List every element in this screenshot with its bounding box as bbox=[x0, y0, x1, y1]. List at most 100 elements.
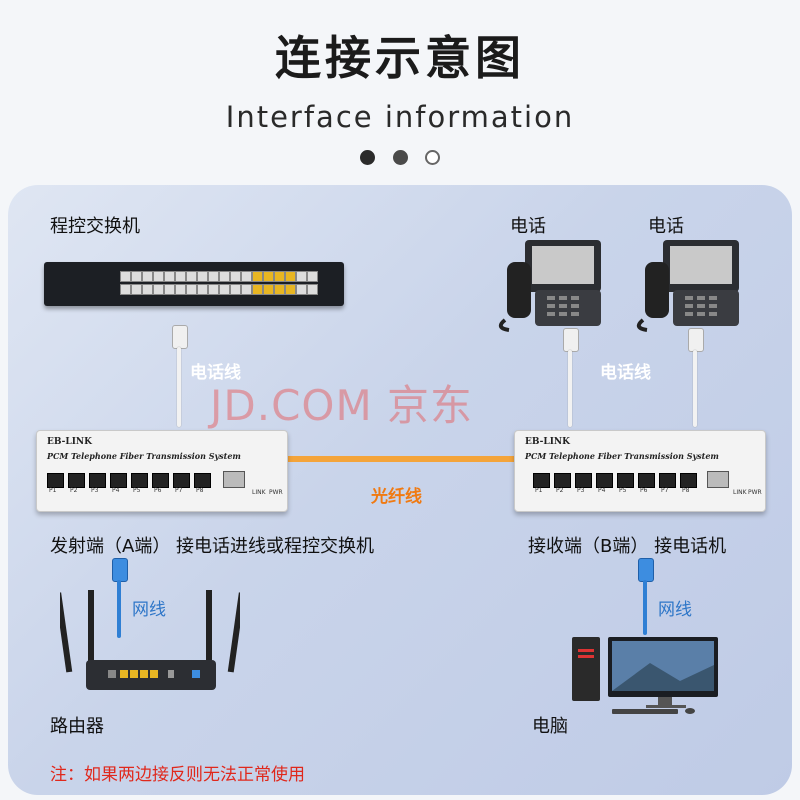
pbx-port bbox=[285, 284, 296, 295]
phone-line-label: 电话线 bbox=[190, 363, 241, 383]
pbx-ports bbox=[120, 271, 318, 297]
pbx-port bbox=[296, 284, 307, 295]
phone-right-label: 电话 bbox=[648, 216, 684, 237]
phone-port bbox=[575, 473, 592, 488]
phone-port bbox=[89, 473, 106, 488]
port-label: P3 bbox=[577, 487, 585, 494]
pbx-port bbox=[230, 271, 241, 282]
pbx-port bbox=[175, 284, 186, 295]
fiber-label: 光纤线 bbox=[371, 487, 422, 507]
pbx-device bbox=[44, 262, 344, 306]
computer-icon bbox=[572, 637, 718, 714]
warning-note: 注：如果两边接反则无法正常使用 bbox=[50, 765, 305, 785]
phone-line-label: 电话线 bbox=[600, 363, 651, 383]
pbx-port bbox=[186, 271, 197, 282]
pbx-label: 程控交换机 bbox=[50, 216, 140, 237]
pbx-port bbox=[219, 284, 230, 295]
port-label: P7 bbox=[661, 487, 669, 494]
led-link-label: LINK bbox=[733, 489, 747, 496]
phone-port bbox=[131, 473, 148, 488]
computer-label: 电脑 bbox=[532, 716, 568, 737]
led-link-label: LINK bbox=[252, 489, 266, 496]
receiver-label: 接收端（B端） 接电话机 bbox=[528, 536, 727, 557]
led-pwr-label: PWR bbox=[748, 489, 762, 496]
phone-port bbox=[110, 473, 127, 488]
receiver-device: EB-LINK PCM Telephone Fiber Transmission… bbox=[514, 430, 766, 512]
pbx-port bbox=[208, 284, 219, 295]
phone-port bbox=[173, 473, 190, 488]
port-label: P1 bbox=[535, 487, 543, 494]
pbx-port bbox=[175, 271, 186, 282]
pbx-port bbox=[164, 271, 175, 282]
pbx-port bbox=[120, 284, 131, 295]
pbx-port bbox=[285, 271, 296, 282]
port-label: P6 bbox=[640, 487, 648, 494]
phone-port bbox=[659, 473, 676, 488]
pbx-port bbox=[230, 284, 241, 295]
led-pwr-label: PWR bbox=[269, 489, 283, 496]
pbx-port bbox=[131, 271, 142, 282]
phone-port bbox=[47, 473, 64, 488]
phone-port bbox=[638, 473, 655, 488]
phone-plug-icon bbox=[172, 325, 188, 349]
phone-plug-icon bbox=[563, 328, 579, 352]
pbx-port bbox=[252, 271, 263, 282]
device-brand: EB-LINK bbox=[47, 437, 92, 447]
page-subtitle: Interface information bbox=[225, 100, 575, 134]
phone-cable bbox=[693, 350, 697, 427]
pbx-port bbox=[274, 284, 285, 295]
phone-right-icon bbox=[636, 240, 739, 332]
network-label: 网线 bbox=[132, 600, 166, 620]
device-model: PCM Telephone Fiber Transmission System bbox=[525, 451, 719, 461]
phone-port bbox=[596, 473, 613, 488]
phone-port bbox=[194, 473, 211, 488]
pbx-port bbox=[142, 271, 153, 282]
transmitter-device: EB-LINK PCM Telephone Fiber Transmission… bbox=[36, 430, 288, 512]
network-cable bbox=[643, 580, 647, 635]
phone-left-label: 电话 bbox=[510, 216, 546, 237]
transmitter-label: 发射端（A端） 接电话进线或程控交换机 bbox=[50, 536, 375, 557]
port-label: P8 bbox=[196, 487, 204, 494]
pbx-port bbox=[208, 271, 219, 282]
pbx-port bbox=[263, 271, 274, 282]
port-label: P2 bbox=[70, 487, 78, 494]
pbx-port bbox=[241, 284, 252, 295]
network-plug-icon bbox=[638, 558, 654, 582]
pbx-port bbox=[263, 284, 274, 295]
port-label: P7 bbox=[175, 487, 183, 494]
carousel-dot[interactable] bbox=[392, 150, 408, 165]
network-cable bbox=[117, 580, 121, 638]
port-label: P6 bbox=[154, 487, 162, 494]
pbx-port bbox=[241, 271, 252, 282]
pbx-port bbox=[153, 271, 164, 282]
phone-port bbox=[533, 473, 550, 488]
lan-port bbox=[223, 471, 245, 488]
pbx-port bbox=[120, 271, 131, 282]
port-label: P2 bbox=[556, 487, 564, 494]
pbx-port bbox=[197, 284, 208, 295]
device-model: PCM Telephone Fiber Transmission System bbox=[47, 451, 241, 461]
pbx-port bbox=[186, 284, 197, 295]
phone-left-icon bbox=[498, 240, 601, 332]
pbx-port bbox=[296, 271, 307, 282]
pbx-port bbox=[252, 284, 263, 295]
pbx-port bbox=[142, 284, 153, 295]
fiber-cable bbox=[280, 456, 530, 462]
phone-port bbox=[680, 473, 697, 488]
carousel-dot[interactable] bbox=[424, 150, 440, 165]
phone-cable bbox=[568, 350, 572, 427]
phone-port bbox=[554, 473, 571, 488]
carousel-dot[interactable] bbox=[360, 150, 376, 165]
pbx-port bbox=[219, 271, 230, 282]
device-brand: EB-LINK bbox=[525, 437, 570, 447]
phone-port bbox=[152, 473, 169, 488]
network-plug-icon bbox=[112, 558, 128, 582]
network-label: 网线 bbox=[658, 600, 692, 620]
port-label: P3 bbox=[91, 487, 99, 494]
pbx-port bbox=[153, 284, 164, 295]
port-label: P4 bbox=[598, 487, 606, 494]
phone-port bbox=[617, 473, 634, 488]
phone-cable bbox=[177, 347, 181, 427]
port-label: P1 bbox=[49, 487, 57, 494]
pbx-port bbox=[307, 284, 318, 295]
